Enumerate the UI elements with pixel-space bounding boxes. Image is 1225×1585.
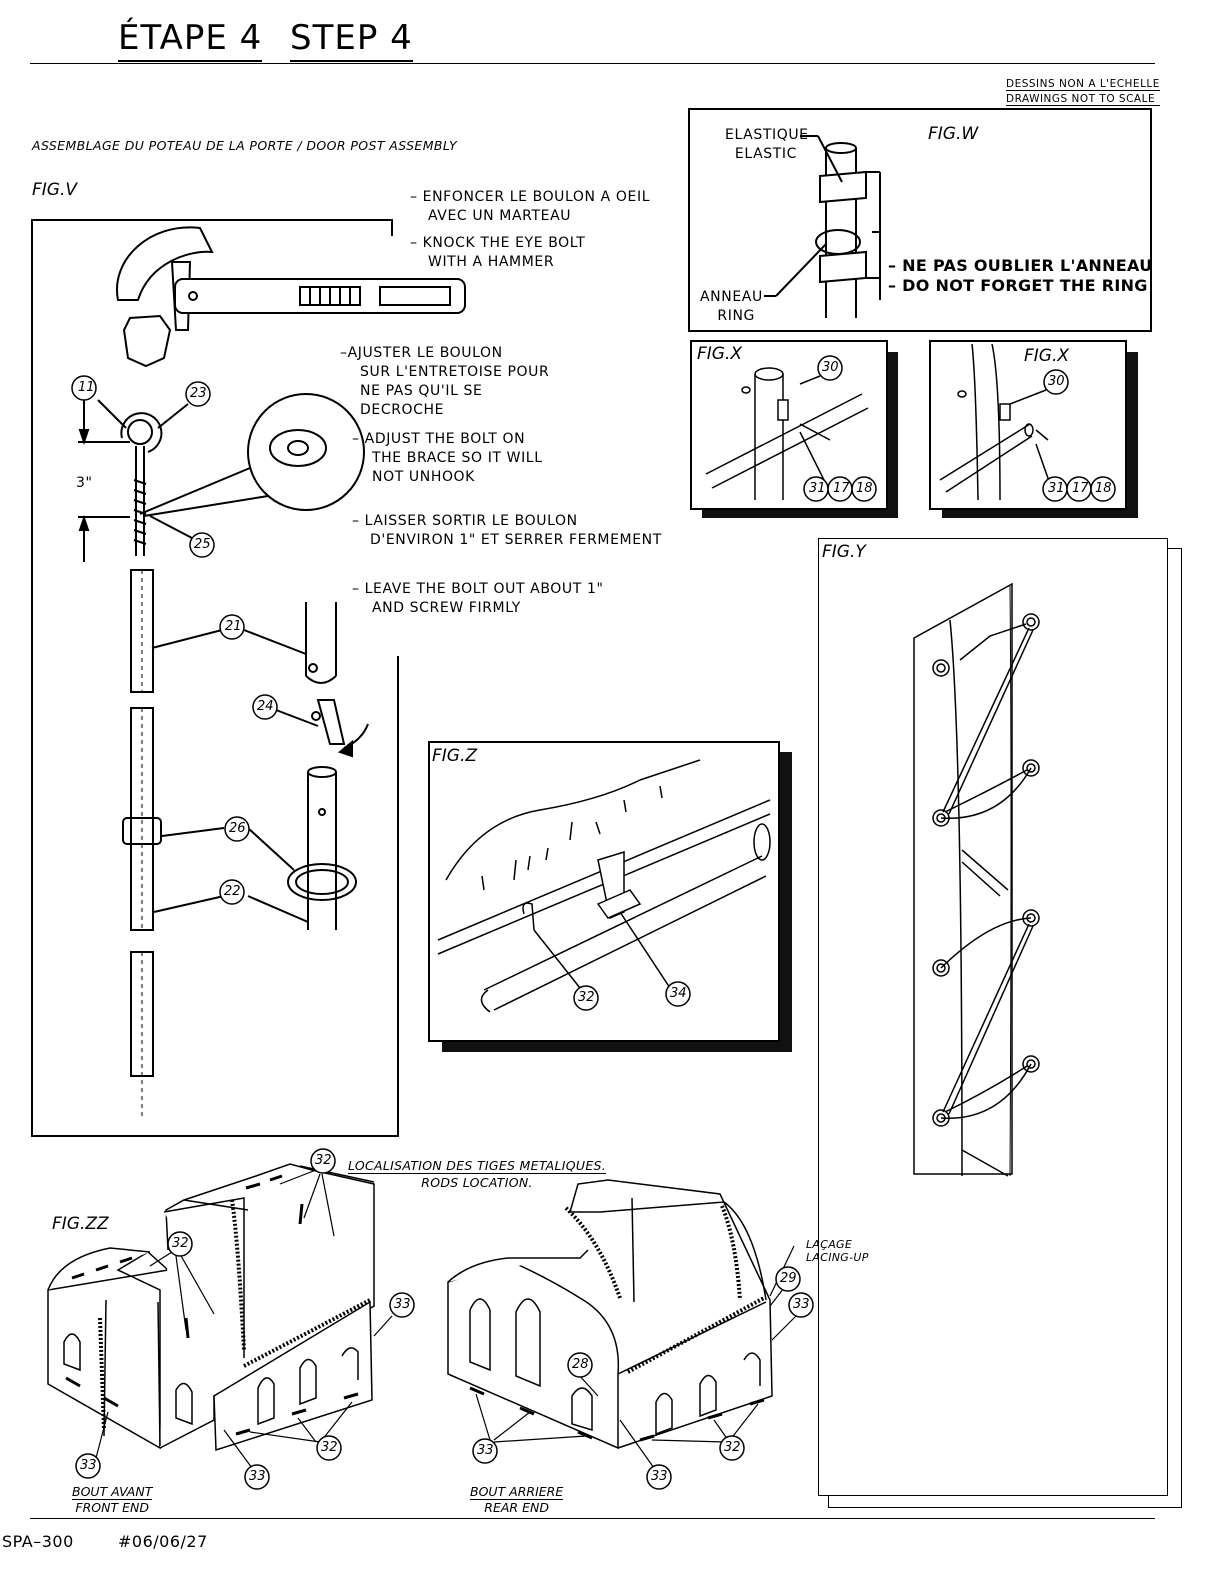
callout-26: 26	[229, 821, 246, 836]
ring-warning: – NE PAS OUBLIER L'ANNEAU – DO NOT FORGE…	[888, 256, 1153, 295]
fig-x2-callout-18: 18	[1095, 481, 1112, 496]
hammer-icon	[115, 226, 466, 368]
dimension-3in: 3"	[76, 475, 93, 491]
zz-callout-33-front-left: 33	[80, 1458, 97, 1473]
rods-location-en: RODS LOCATION.	[421, 1175, 533, 1190]
zz-callout-32-front-bottom: 32	[321, 1440, 338, 1455]
header-rule	[30, 63, 1155, 64]
fig-z-label: FIG.Z	[432, 746, 478, 766]
fig-w-label: FIG.W	[928, 124, 979, 144]
fig-x1-callout-31: 31	[809, 481, 826, 496]
fig-v-instructions: – ENFONCER LE BOULON A OEIL AVEC UN MART…	[410, 189, 651, 270]
rods-location: LOCALISATION DES TIGES METALIQUES. RODS …	[348, 1158, 607, 1190]
fig-x1-callout-18: 18	[856, 481, 873, 496]
callout-24: 24	[257, 699, 274, 714]
fig-zz-label: FIG.ZZ	[52, 1214, 109, 1234]
fig-z-callout-34: 34	[670, 986, 687, 1001]
ring-label: ANNEAU RING	[700, 289, 763, 324]
zz-callout-28: 28	[572, 1357, 589, 1372]
title-fr: ÉTAPE 4	[118, 18, 263, 62]
scale-note-en: DRAWINGS NOT TO SCALE	[1006, 93, 1160, 106]
fig-x2-callout-30: 30	[1048, 374, 1065, 389]
fig-x1-callout-17: 17	[833, 481, 850, 496]
fig-v-label: FIG.V	[32, 180, 77, 200]
fig-v-instructions-adjust: –AJUSTER LE BOULON SUR L'ENTRETOISE POUR…	[340, 345, 550, 418]
fig-z-callout-32: 32	[578, 990, 595, 1005]
fig-y-label: FIG.Y	[822, 542, 866, 562]
fig-w-box	[688, 108, 1152, 332]
fig-x2-callout-17: 17	[1072, 481, 1089, 496]
front-end-label: BOUT AVANT FRONT END	[72, 1484, 153, 1515]
fig-x1-label: FIG.X	[697, 344, 743, 364]
elastic-label: ELASTIQUE ELASTIC	[725, 127, 809, 162]
callout-23: 23	[190, 386, 207, 401]
zz-callout-32-left: 32	[172, 1236, 189, 1251]
fig-x2-callout-31: 31	[1048, 481, 1065, 496]
zz-callout-32-rear-bottom: 32	[724, 1440, 741, 1455]
fig-x1-callout-30: 30	[822, 360, 839, 375]
zz-callout-33-front-right: 33	[394, 1297, 411, 1312]
zz-callout-32-top: 32	[315, 1153, 332, 1168]
footer-rule	[30, 1518, 1155, 1519]
rods-location-fr: LOCALISATION DES TIGES METALIQUES.	[348, 1158, 607, 1174]
scale-note: DESSINS NON A L'ECHELLE DRAWINGS NOT TO …	[1006, 78, 1160, 106]
footer-code: SPA–300	[2, 1532, 74, 1551]
zz-callout-29: 29	[780, 1271, 797, 1286]
zz-callout-33-rear-left: 33	[477, 1443, 494, 1458]
zz-callout-33-rear-mid: 33	[651, 1469, 668, 1484]
rear-end-label: BOUT ARRIERE REAR END	[470, 1484, 564, 1515]
fig-x2-label: FIG.X	[1024, 346, 1070, 366]
page-title-en: STEP 4	[290, 18, 413, 62]
zz-callout-33-front-mid: 33	[249, 1469, 266, 1484]
footer-date: #06/06/27	[118, 1532, 208, 1551]
brace-detail-icon	[139, 393, 365, 517]
door-post-poles	[97, 399, 369, 1118]
zz-callout-33-rear-right: 33	[793, 1297, 810, 1312]
callout-25: 25	[194, 537, 211, 552]
fig-v-instructions-leave: – LAISSER SORTIR LE BOULON D'ENVIRON 1" …	[352, 513, 662, 616]
fig-v-instructions-en: – ADJUST THE BOLT ON THE BRACE SO IT WIL…	[352, 431, 543, 485]
section-title: ASSEMBLAGE DU POTEAU DE LA PORTE / DOOR …	[32, 138, 458, 153]
title-en: STEP 4	[290, 18, 413, 62]
callout-21: 21	[225, 619, 242, 634]
scale-note-fr: DESSINS NON A L'ECHELLE	[1006, 78, 1160, 91]
lacing-label: LAÇAGE LACING-UP	[806, 1238, 869, 1264]
page-title: ÉTAPE 4	[118, 18, 263, 62]
callout-22: 22	[224, 884, 241, 899]
callout-11: 11	[78, 380, 95, 395]
